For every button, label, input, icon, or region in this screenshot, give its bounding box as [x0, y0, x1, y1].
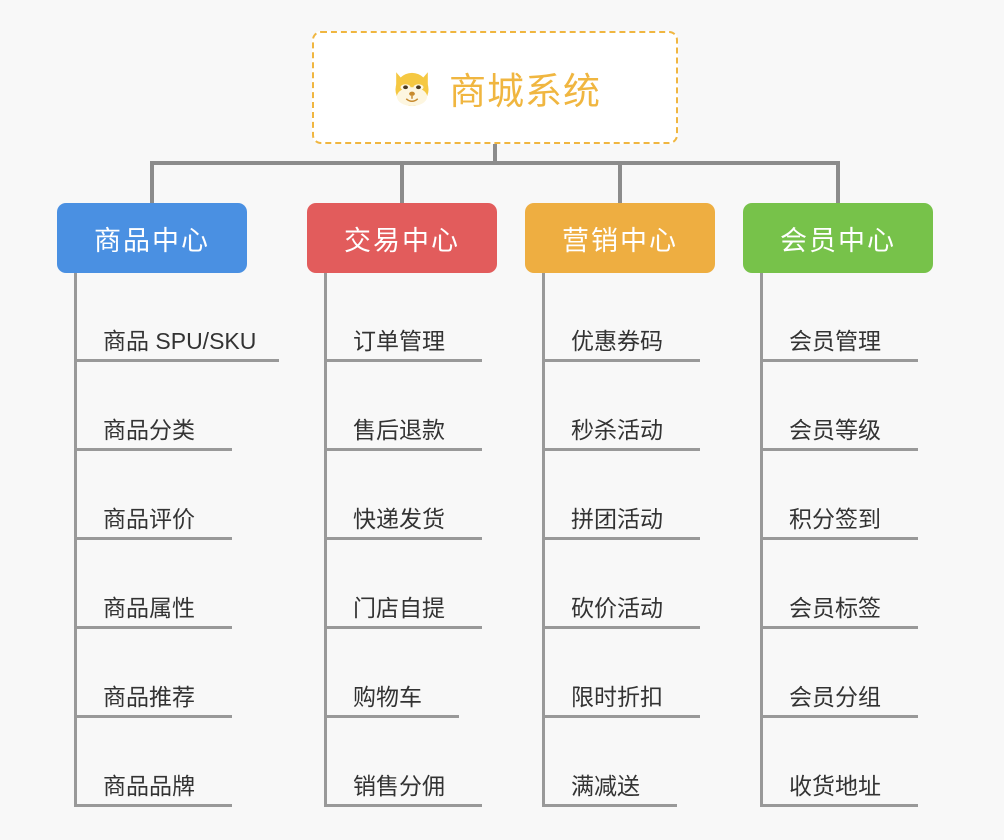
leaf-item[interactable]: 积分签到 [760, 451, 933, 540]
connector-drop-2 [400, 161, 404, 203]
leaf-label: 销售分佣 [353, 772, 445, 799]
leaf-item[interactable]: 优惠券码 [542, 273, 715, 362]
leaf-label: 积分签到 [789, 505, 881, 532]
leaf-list-2: 订单管理 售后退款 快递发货 门店自提 购物车 销售分佣 [324, 273, 497, 807]
leaf-item[interactable]: 商品推荐 [74, 629, 247, 718]
leaf-label: 砍价活动 [571, 594, 663, 621]
leaf-label: 售后退款 [353, 416, 445, 443]
column-header-label: 商品中心 [94, 225, 210, 256]
leaf-label: 商品 SPU/SKU [103, 327, 257, 354]
leaf-label: 订单管理 [353, 327, 445, 354]
leaf-label: 门店自提 [353, 594, 445, 621]
leaf-item[interactable]: 快递发货 [324, 451, 497, 540]
leaf-label: 优惠券码 [571, 327, 663, 354]
column-header-label: 营销中心 [562, 225, 678, 256]
leaf-label: 满减送 [571, 772, 640, 799]
leaf-label: 商品评价 [103, 505, 195, 532]
leaf-label: 秒杀活动 [571, 416, 663, 443]
leaf-label: 商品品牌 [103, 772, 195, 799]
branch-column-4: 会员中心 会员管理 会员等级 积分签到 会员标签 会员分组 收货地址 [743, 203, 933, 807]
branch-column-3: 营销中心 优惠券码 秒杀活动 拼团活动 砍价活动 限时折扣 满减送 [525, 203, 715, 807]
column-header-1[interactable]: 商品中心 [57, 203, 247, 273]
leaf-label: 会员管理 [789, 327, 881, 354]
leaf-spine [74, 273, 77, 807]
root-node-shop-system[interactable]: 商城系统 [312, 31, 678, 144]
leaf-item[interactable]: 限时折扣 [542, 629, 715, 718]
branch-column-2: 交易中心 订单管理 售后退款 快递发货 门店自提 购物车 销售分佣 [307, 203, 497, 807]
connector-drop-4 [836, 161, 840, 203]
connector-root-stem [493, 144, 497, 164]
leaf-label: 会员等级 [789, 416, 881, 443]
connector-drop-1 [150, 161, 154, 203]
leaf-spine [760, 273, 763, 807]
leaf-label: 会员标签 [789, 594, 881, 621]
leaf-list-1: 商品 SPU/SKU 商品分类 商品评价 商品属性 商品推荐 商品品牌 [74, 273, 279, 807]
leaf-item[interactable]: 商品品牌 [74, 718, 247, 807]
leaf-item[interactable]: 拼团活动 [542, 451, 715, 540]
leaf-list-4: 会员管理 会员等级 积分签到 会员标签 会员分组 收货地址 [760, 273, 933, 807]
leaf-label: 收货地址 [789, 772, 881, 799]
connector-drop-3 [618, 161, 622, 203]
connector-horizontal-bus [150, 161, 840, 165]
leaf-item[interactable]: 商品评价 [74, 451, 247, 540]
leaf-label: 购物车 [353, 683, 422, 710]
leaf-label: 限时折扣 [571, 683, 663, 710]
leaf-label: 快递发货 [353, 505, 445, 532]
leaf-item[interactable]: 收货地址 [760, 718, 933, 807]
leaf-label: 商品属性 [103, 594, 195, 621]
leaf-spine [324, 273, 327, 807]
leaf-item[interactable]: 门店自提 [324, 540, 497, 629]
leaf-item[interactable]: 秒杀活动 [542, 362, 715, 451]
leaf-item[interactable]: 商品属性 [74, 540, 247, 629]
leaf-item[interactable]: 商品 SPU/SKU [74, 273, 279, 362]
column-header-label: 会员中心 [780, 225, 896, 256]
leaf-label: 商品分类 [103, 416, 195, 443]
leaf-item[interactable]: 销售分佣 [324, 718, 497, 807]
leaf-item[interactable]: 购物车 [324, 629, 497, 718]
shiba-dog-face-icon [389, 65, 435, 111]
leaf-item[interactable]: 会员分组 [760, 629, 933, 718]
leaf-item[interactable]: 商品分类 [74, 362, 247, 451]
leaf-item[interactable]: 砍价活动 [542, 540, 715, 629]
leaf-spine [542, 273, 545, 807]
leaf-item[interactable]: 售后退款 [324, 362, 497, 451]
column-header-3[interactable]: 营销中心 [525, 203, 715, 273]
column-header-4[interactable]: 会员中心 [743, 203, 933, 273]
column-header-2[interactable]: 交易中心 [307, 203, 497, 273]
column-header-label: 交易中心 [344, 225, 460, 256]
leaf-list-3: 优惠券码 秒杀活动 拼团活动 砍价活动 限时折扣 满减送 [542, 273, 715, 807]
root-title: 商城系统 [449, 70, 601, 112]
branch-column-1: 商品中心 商品 SPU/SKU 商品分类 商品评价 商品属性 商品推荐 商品品牌 [57, 203, 279, 807]
leaf-label: 会员分组 [789, 683, 881, 710]
leaf-item[interactable]: 会员标签 [760, 540, 933, 629]
leaf-item[interactable]: 会员管理 [760, 273, 933, 362]
leaf-item[interactable]: 满减送 [542, 718, 715, 807]
leaf-label: 商品推荐 [103, 683, 195, 710]
leaf-item[interactable]: 会员等级 [760, 362, 933, 451]
leaf-label: 拼团活动 [571, 505, 663, 532]
leaf-item[interactable]: 订单管理 [324, 273, 497, 362]
